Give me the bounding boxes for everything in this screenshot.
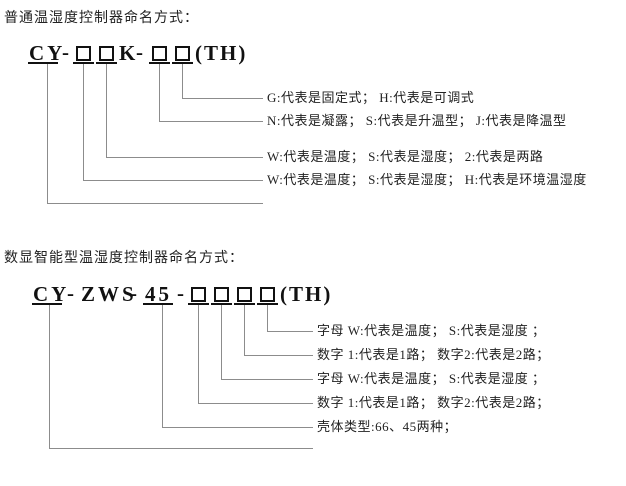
underline bbox=[172, 62, 193, 64]
formula-dash: - bbox=[62, 40, 72, 64]
underline bbox=[211, 303, 232, 305]
connector-hline bbox=[106, 157, 263, 158]
underline bbox=[149, 62, 170, 64]
underline bbox=[143, 303, 173, 305]
legend-label: 字母 W:代表是温度； S:代表是湿度 ； bbox=[317, 323, 546, 338]
formula-code-k: K bbox=[119, 41, 139, 65]
legend-label: 壳体类型:66、45两种； bbox=[317, 419, 458, 434]
formula-dash: - bbox=[67, 281, 77, 305]
connector-hline bbox=[159, 121, 263, 122]
connector-vline bbox=[83, 64, 84, 180]
connector-hline bbox=[47, 203, 263, 204]
connector-hline bbox=[83, 180, 263, 181]
legend-label: 数字 1:代表是1路； 数字2:代表是2路； bbox=[317, 395, 550, 410]
underline bbox=[28, 62, 58, 64]
connector-vline bbox=[159, 64, 160, 121]
blank-box bbox=[152, 46, 167, 61]
underline bbox=[96, 62, 117, 64]
blank-box bbox=[99, 46, 114, 61]
connector-vline bbox=[267, 305, 268, 331]
formula-suffix-th: (TH) bbox=[195, 41, 248, 65]
connector-vline bbox=[106, 64, 107, 157]
legend-label: W:代表是温度； S:代表是湿度； 2:代表是两路 bbox=[267, 149, 544, 164]
blank-box bbox=[214, 287, 229, 302]
connector-vline bbox=[182, 64, 183, 98]
underline bbox=[188, 303, 209, 305]
formula-dash: - bbox=[130, 281, 140, 305]
connector-vline bbox=[49, 305, 50, 448]
formula-dash: - bbox=[177, 281, 187, 305]
underline bbox=[234, 303, 255, 305]
blank-box bbox=[175, 46, 190, 61]
connector-vline bbox=[162, 305, 163, 427]
connector-hline bbox=[221, 379, 313, 380]
legend-label: 字母 W:代表是温度； S:代表是湿度 ； bbox=[317, 371, 546, 386]
connector-hline bbox=[182, 98, 263, 99]
connector-vline bbox=[198, 305, 199, 403]
connector-hline bbox=[244, 355, 313, 356]
connector-hline bbox=[267, 331, 313, 332]
blank-box bbox=[260, 287, 275, 302]
legend-label: G:代表是固定式； H:代表是可调式 bbox=[267, 90, 475, 105]
connector-hline bbox=[49, 448, 313, 449]
formula-prefix: CY bbox=[33, 282, 70, 306]
connector-hline bbox=[162, 427, 313, 428]
connector-hline bbox=[198, 403, 313, 404]
connector-vline bbox=[244, 305, 245, 355]
formula-suffix-th: (TH) bbox=[280, 282, 333, 306]
legend-label: W:代表是温度； S:代表是湿度； H:代表是环境温湿度 bbox=[267, 172, 587, 187]
legend-label: 数字 1:代表是1路； 数字2:代表是2路； bbox=[317, 347, 550, 362]
connector-vline bbox=[47, 64, 48, 203]
formula-model-zws: ZWS bbox=[81, 282, 137, 306]
legend-label: N:代表是凝露； S:代表是升温型； J:代表是降温型 bbox=[267, 113, 567, 128]
section-heading: 普通温湿度控制器命名方式： bbox=[4, 11, 199, 26]
formula-size-45: 45 bbox=[145, 282, 172, 306]
underline bbox=[32, 303, 62, 305]
blank-box bbox=[76, 46, 91, 61]
connector-vline bbox=[221, 305, 222, 379]
formula-prefix: CY bbox=[29, 41, 66, 65]
section-heading: 数显智能型温湿度控制器命名方式： bbox=[4, 251, 244, 266]
blank-box bbox=[191, 287, 206, 302]
underline bbox=[73, 62, 94, 64]
underline bbox=[257, 303, 278, 305]
blank-box bbox=[237, 287, 252, 302]
formula-dash: - bbox=[136, 40, 146, 64]
